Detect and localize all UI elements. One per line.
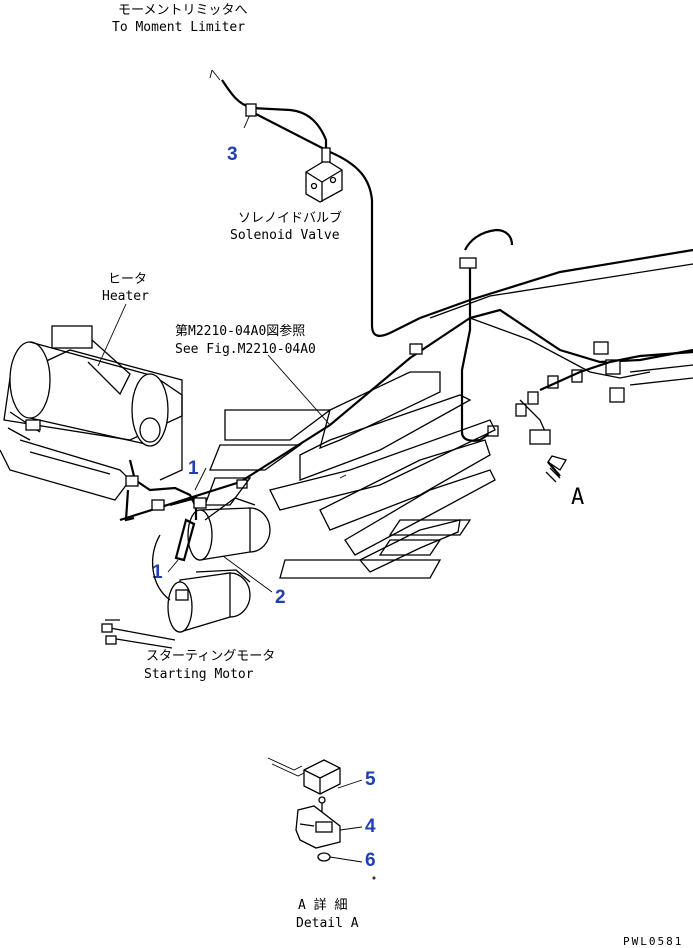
part-number-1-lower: 1 (152, 562, 163, 583)
part-number-5: 5 (365, 769, 376, 790)
starting-motor (101, 496, 271, 649)
moment-limiter-label-jp: モーメントリミッタへ (118, 3, 247, 18)
part-number-2: 2 (275, 587, 286, 608)
part-number-3: 3 (227, 144, 238, 165)
heater-leader (97, 303, 127, 367)
solenoid-valve-label-en: Solenoid Valve (230, 228, 340, 243)
solenoid-valve-label-jp: ソレノイドバルブ (238, 210, 342, 226)
main-harness (119, 228, 693, 522)
detail-a-assembly (267, 757, 376, 880)
view-a-arrow (545, 455, 567, 483)
detail-label-jp: A 詳 細 (298, 897, 347, 913)
heater-label-en: Heater (102, 289, 149, 304)
moment-limiter-label-en: To Moment Limiter (112, 20, 245, 35)
heater-harness (124, 459, 196, 522)
detail-label-en: Detail A (296, 916, 359, 931)
frame-panels (204, 371, 496, 579)
starting-motor-label-jp: スターティングモータ (146, 649, 275, 664)
drawing-code: PWL0581 (623, 935, 683, 948)
solenoid-valve (305, 147, 343, 203)
part-number-6: 6 (365, 850, 376, 871)
heater (0, 325, 183, 501)
heater-label-jp: ヒータ (108, 272, 147, 287)
moment-limiter-harness (209, 69, 421, 337)
reference-label-jp: 第M2210-04A0図参照 (175, 323, 305, 339)
reference-label-en: See Fig.M2210-04A0 (175, 342, 316, 357)
starting-motor-label-en: Starting Motor (144, 667, 254, 682)
part-number-1-upper: 1 (188, 458, 199, 479)
part-number-4: 4 (365, 816, 376, 837)
view-marker-label: A (571, 485, 584, 510)
